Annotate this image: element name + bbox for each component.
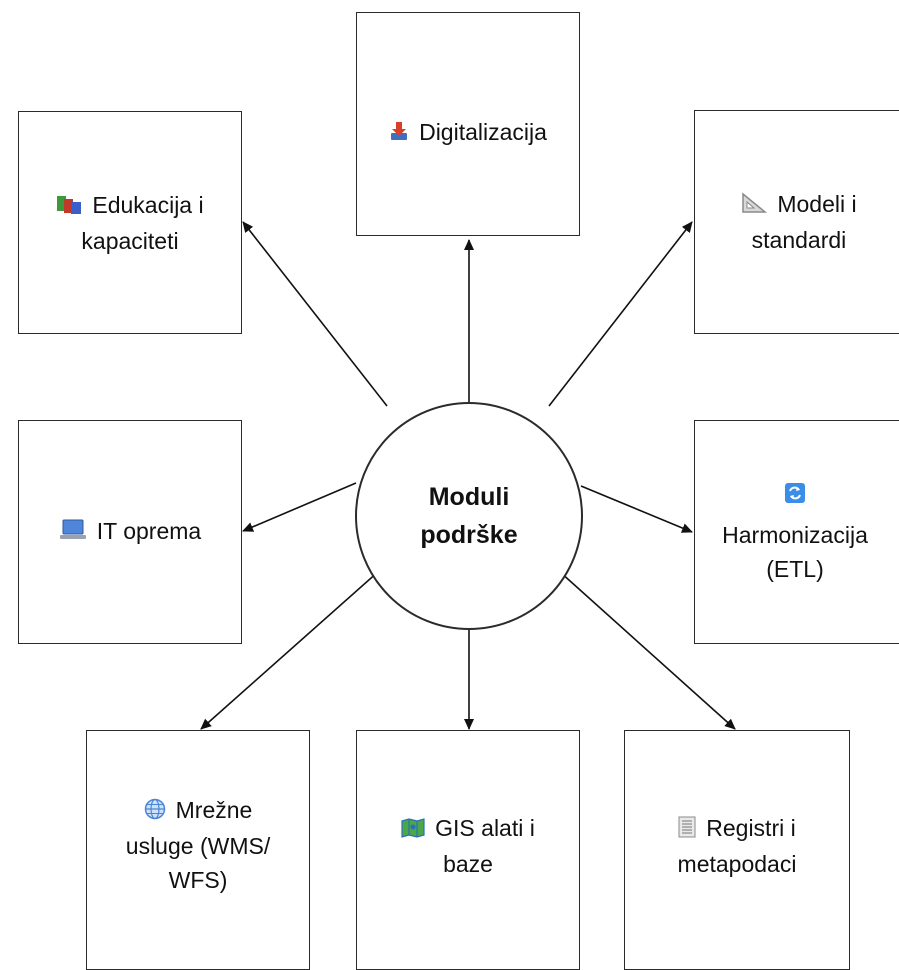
module-label-line1: Registri i bbox=[706, 815, 796, 841]
module-label-line2: usluge (WMS/ bbox=[125, 833, 271, 859]
module-label-line2: baze bbox=[443, 851, 493, 877]
module-label-line1: Edukacija i bbox=[92, 192, 204, 218]
arrow-to-modeli bbox=[548, 221, 693, 407]
module-label-line1: Harmonizacija bbox=[722, 522, 868, 548]
arrow-to-harmonizacija bbox=[580, 485, 693, 533]
hub-label-line2: podrške bbox=[420, 521, 518, 549]
module-gis-alati-baze: GIS alati i baze bbox=[356, 730, 580, 970]
module-modeli-standardi: Modeli i standardi bbox=[694, 110, 899, 334]
module-label: Digitalizacija bbox=[419, 119, 547, 145]
arrow-to-mrezne-usluge bbox=[200, 562, 389, 730]
module-label-line2: (ETL) bbox=[766, 556, 824, 582]
module-label-line1: Mrežne bbox=[175, 797, 253, 823]
module-label-line1: Modeli i bbox=[777, 191, 857, 217]
document-icon bbox=[678, 813, 696, 847]
module-digitalizacija: Digitalizacija bbox=[356, 12, 580, 236]
arrow-to-it-oprema bbox=[242, 482, 357, 532]
arrow-to-registri bbox=[549, 562, 736, 730]
module-label-line2: metapodaci bbox=[677, 851, 797, 877]
center-hub: Moduli podrške bbox=[355, 402, 583, 630]
module-harmonizacija-etl: Harmonizacija (ETL) bbox=[694, 420, 899, 644]
module-label-line2: kapaciteti bbox=[81, 228, 179, 254]
module-it-oprema: IT oprema bbox=[18, 420, 242, 644]
refresh-icon bbox=[785, 478, 805, 512]
laptop-icon bbox=[59, 516, 87, 550]
map-icon bbox=[401, 813, 425, 847]
globe-icon bbox=[144, 795, 166, 829]
module-edukacija-kapaciteti: Edukacija i kapaciteti bbox=[18, 111, 242, 334]
arrow-to-edukacija bbox=[242, 221, 388, 407]
module-label-line3: WFS) bbox=[168, 867, 228, 893]
module-registri-metapodaci: Registri i metapodaci bbox=[624, 730, 850, 970]
module-mrezne-usluge: Mrežne usluge (WMS/ WFS) bbox=[86, 730, 310, 970]
module-label: IT oprema bbox=[96, 518, 202, 544]
module-label-line2: standardi bbox=[751, 227, 847, 253]
set-square-icon bbox=[741, 189, 768, 223]
download-icon bbox=[389, 117, 409, 151]
module-label-line1: GIS alati i bbox=[435, 815, 535, 841]
hub-label-line1: Moduli bbox=[428, 483, 510, 511]
books-icon bbox=[56, 190, 82, 224]
